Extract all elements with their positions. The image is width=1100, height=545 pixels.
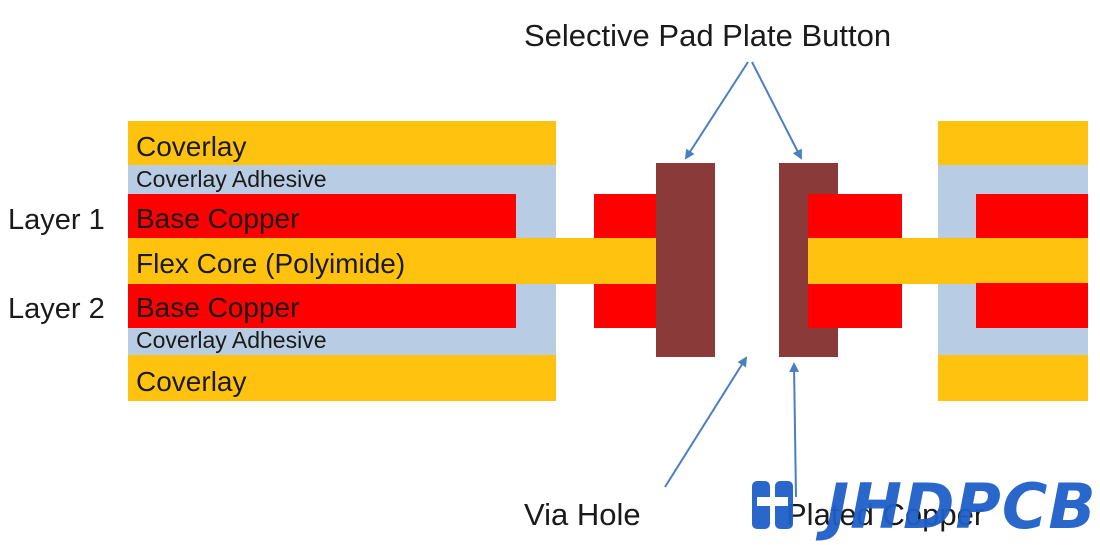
label-flex-core: Flex Core (Polyimide) — [136, 248, 405, 279]
label-coverlay-adhesive-top: Coverlay Adhesive — [136, 166, 327, 192]
right-coverlay-bottom — [938, 355, 1088, 401]
left-coverlay-top — [128, 121, 556, 165]
right-base-copper-2 — [976, 283, 1088, 328]
annotation-via-hole: Via Hole — [524, 497, 641, 532]
label-layer-1: Layer 1 — [8, 204, 105, 236]
jhdpcb-logo: JHDPCB — [752, 470, 1097, 543]
arrow-plated-copper — [789, 362, 800, 498]
label-coverlay-bottom: Coverlay — [136, 366, 246, 397]
left-stack — [128, 121, 556, 401]
label-coverlay-adhesive-bottom: Coverlay Adhesive — [136, 327, 327, 353]
arrow-via-hole — [664, 356, 748, 488]
left-base-copper-1 — [128, 194, 516, 239]
left-plated-copper-inner — [686, 194, 715, 328]
annotation-plated-copper: Plated Copper — [786, 497, 984, 532]
arrow-selective-pad-right — [751, 61, 802, 160]
annotation-selective-pad: Selective Pad Plate Button — [524, 18, 891, 53]
right-flex-core — [938, 238, 1088, 284]
left-coverlay-bottom — [128, 355, 556, 401]
logo-mark-icon — [752, 481, 793, 529]
label-base-copper-1: Base Copper — [136, 203, 299, 234]
label-layer-2: Layer 2 — [8, 293, 105, 325]
left-base-copper-2 — [128, 283, 516, 328]
right-base-copper-1 — [976, 194, 1088, 239]
label-coverlay-top: Coverlay — [136, 131, 246, 162]
right-stack — [938, 121, 1088, 401]
logo-text: JHDPCB — [815, 470, 1097, 543]
arrow-selective-pad-left — [684, 61, 749, 160]
label-base-copper-2: Base Copper — [136, 292, 299, 323]
right-coverlay-top — [938, 121, 1088, 165]
